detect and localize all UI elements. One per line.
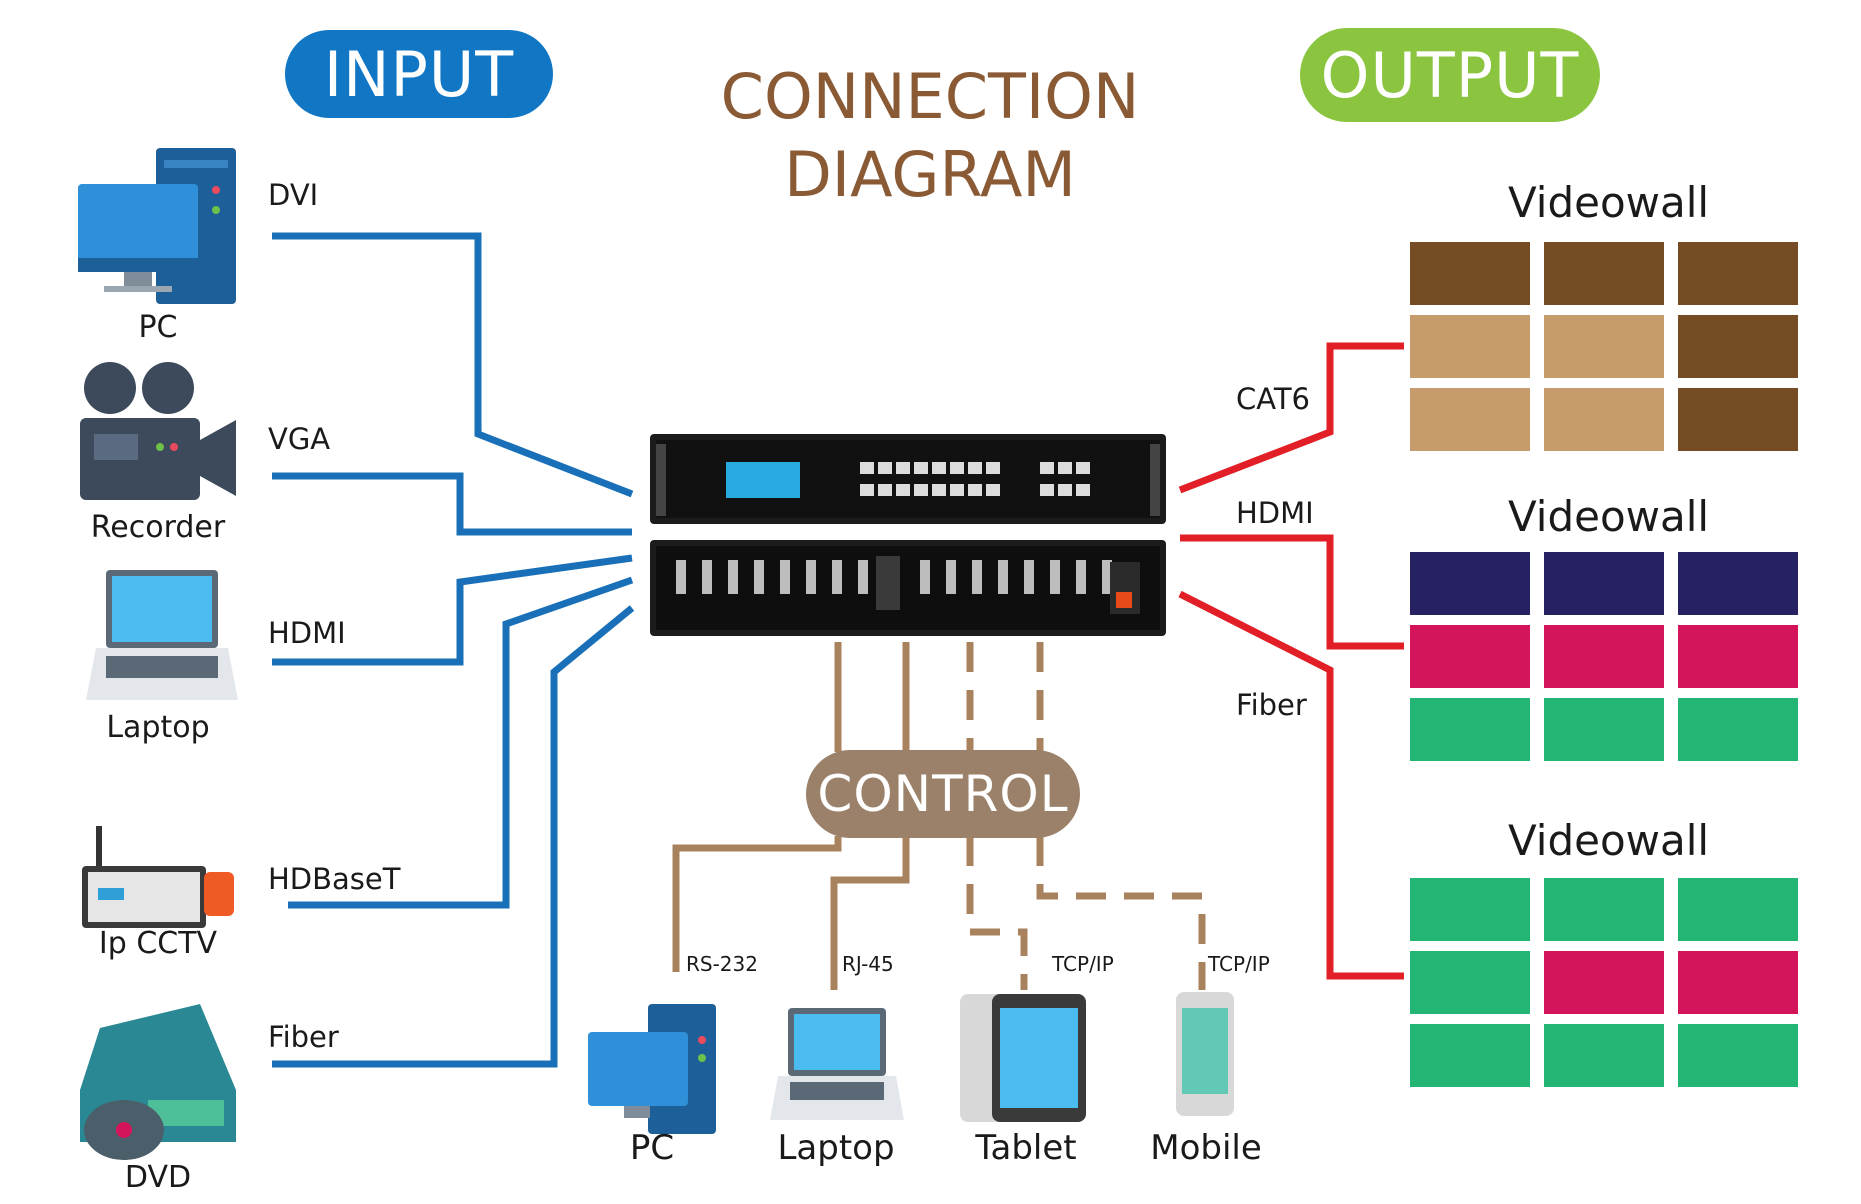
videowall-title-2: Videowall [1508,492,1710,541]
videowall-screen [1544,878,1664,941]
videowall-grid-2 [1410,552,1798,761]
control-pc-icon [588,1004,716,1134]
control-protocol-rj45: RJ-45 [842,952,894,976]
control-protocol-tcpip-mobile: TCP/IP [1208,952,1270,976]
control-device-label-tablet: Tablet [975,1128,1077,1168]
videowall-screen [1544,315,1664,378]
input-line-hdmi [272,554,633,666]
videowall-title-3: Videowall [1508,816,1710,865]
videowall-screen [1678,951,1798,1014]
input-pc-icon [78,148,236,304]
videowall-screen [1410,315,1530,378]
videowall-screen [1678,315,1798,378]
videowall-screen [1410,1024,1530,1087]
control-device-label-pc: PC [629,1128,675,1168]
input-dvd-icon [80,1004,236,1160]
input-connection-hdmi: HDMI [268,616,346,650]
input-connection-vga: VGA [268,422,331,456]
videowall-screen [1410,878,1530,941]
control-line-tcpip-mobile [1036,836,1206,990]
videowall-title-1: Videowall [1508,178,1710,227]
videowall-screen [1678,878,1798,941]
diagram-title-line1: CONNECTION [720,60,1140,133]
matrix-switcher-icon [650,434,1166,636]
input-badge: INPUT [285,30,553,118]
control-laptop-icon [770,1008,904,1120]
input-device-label-pc: PC [138,310,178,345]
videowall-screen [1544,552,1664,615]
control-device-label-laptop: Laptop [777,1128,895,1168]
control-device-label-mobile: Mobile [1150,1128,1262,1168]
input-device-label-recorder: Recorder [90,510,226,545]
diagram-title-line2: DIAGRAM [784,138,1076,211]
videowall-screen [1410,698,1530,761]
input-line-vga [272,472,632,536]
videowall-screen [1678,698,1798,761]
output-lines [1178,342,1404,980]
input-lines [272,232,635,1068]
control-line-rs232 [672,836,842,972]
control-tablet-icon [960,994,1086,1122]
output-line-hdmi [1180,534,1404,650]
videowall-screen [1678,1024,1798,1087]
output-connection-cat6: CAT6 [1236,382,1311,416]
videowall-screen [1544,1024,1664,1087]
videowall-screen [1544,625,1664,688]
videowall-grid-3 [1410,878,1798,1087]
videowall-screen [1678,552,1798,615]
videowall-screen [1544,388,1664,451]
output-line-cat6 [1178,342,1404,494]
control-protocol-rs232: RS-232 [686,952,758,976]
control-line-tcpip-tablet [966,836,1028,990]
videowall-screen [1544,951,1664,1014]
output-connection-hdmi: HDMI [1236,496,1314,530]
videowall-screen [1544,698,1664,761]
videowall-screen [1410,552,1530,615]
input-connection-dvi: DVI [268,178,319,212]
input-line-hdbaset [288,576,634,909]
input-connection-hdbaset: HDBaseT [268,862,401,896]
input-device-label-laptop: Laptop [106,710,210,745]
input-device-label-ip-cctv: Ip CCTV [98,926,218,961]
videowall-grid-1 [1410,242,1798,451]
control-badge: CONTROL [806,750,1080,838]
control-line-rj45 [830,836,910,990]
input-line-dvi [272,232,634,498]
input-recorder-icon [80,362,236,500]
output-connection-fiber: Fiber [1236,688,1307,722]
videowall-screen [1410,242,1530,305]
control-protocol-tcpip-tablet: TCP/IP [1052,952,1114,976]
input-ip-cctv-icon [82,826,234,928]
input-laptop-icon [86,570,238,700]
videowall-screen [1410,625,1530,688]
input-connection-fiber: Fiber [268,1020,339,1054]
control-lines [672,642,1206,990]
videowall-screen [1544,242,1664,305]
output-badge: OUTPUT [1300,28,1600,122]
videowall-screen [1678,625,1798,688]
videowall-screen [1678,388,1798,451]
input-device-label-dvd: DVD [124,1160,192,1195]
videowall-screen [1410,388,1530,451]
input-line-fiber [272,605,635,1068]
control-mobile-icon [1176,992,1234,1116]
videowall-screen [1678,242,1798,305]
output-line-fiber [1178,590,1404,980]
videowall-screen [1410,951,1530,1014]
